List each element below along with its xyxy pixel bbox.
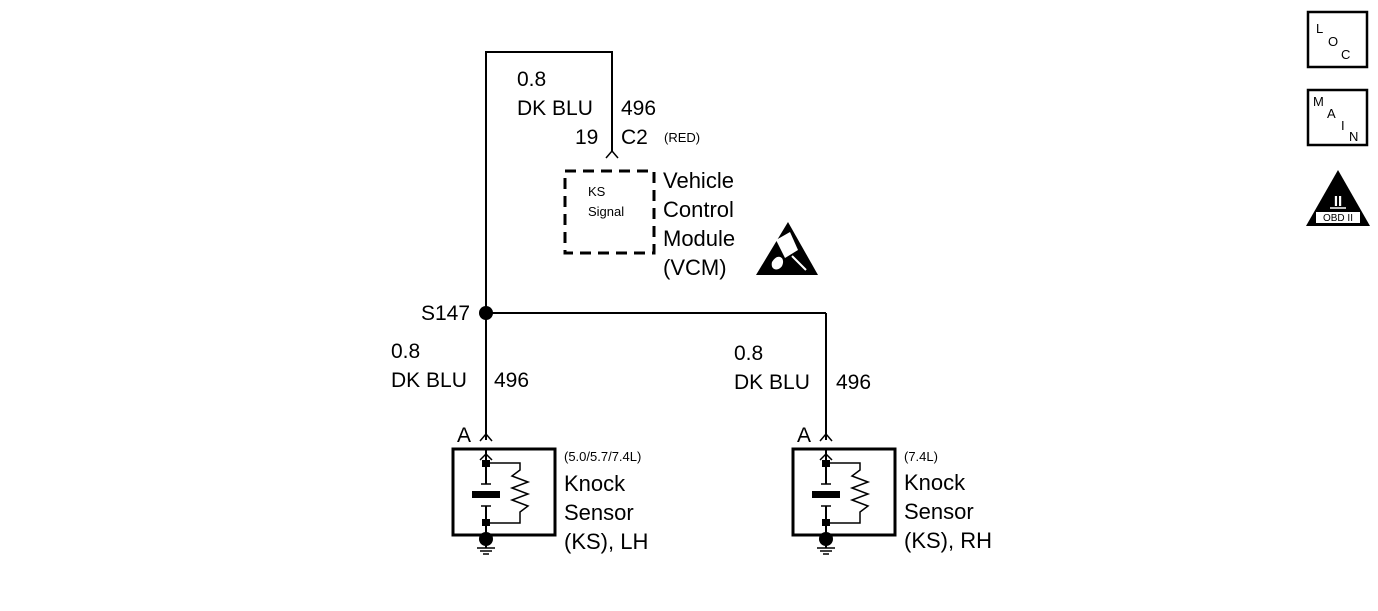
rh-engine-spec: (7.4L) bbox=[904, 449, 938, 464]
rh-knock-sensor-symbol bbox=[791, 447, 897, 555]
vcm-signal-label-1: KS bbox=[588, 184, 606, 199]
vcm-connector-id: C2 bbox=[621, 126, 648, 149]
vcm-name-line-1: Vehicle bbox=[663, 168, 734, 193]
loc-letter-o: O bbox=[1328, 34, 1338, 49]
vcm-wire-gauge: 0.8 bbox=[517, 68, 546, 91]
rh-sensor-name-1: Knock bbox=[904, 470, 966, 495]
lh-sensor-name-2: Sensor bbox=[564, 500, 634, 525]
lh-sensor-name-1: Knock bbox=[564, 471, 626, 496]
loc-letter-c: C bbox=[1341, 47, 1350, 62]
loc-letter-l: L bbox=[1316, 21, 1323, 36]
vcm-wire-color: DK BLU bbox=[517, 97, 593, 120]
rh-terminal-arrow bbox=[819, 432, 833, 442]
splice-s147-node bbox=[479, 306, 493, 320]
rh-sensor-name-2: Sensor bbox=[904, 499, 974, 524]
vcm-name-line-2: Control bbox=[663, 197, 734, 222]
obd-numeral: II bbox=[1334, 193, 1342, 210]
lh-wire-circuit: 496 bbox=[494, 369, 529, 392]
vcm-connector-arrow bbox=[605, 149, 619, 159]
lh-wire-color: DK BLU bbox=[391, 369, 467, 392]
obd-ii-button[interactable]: II OBD II bbox=[1306, 170, 1370, 226]
vcm-pin-number: 19 bbox=[575, 126, 598, 149]
vcm-signal-label-2: Signal bbox=[588, 204, 624, 219]
vcm-name-line-3: Module bbox=[663, 226, 735, 251]
lh-engine-spec: (5.0/5.7/7.4L) bbox=[564, 449, 641, 464]
main-button[interactable]: M A I N bbox=[1306, 88, 1369, 147]
main-letter-n: N bbox=[1349, 129, 1358, 144]
rh-sensor-name-3: (KS), RH bbox=[904, 528, 992, 553]
lh-knock-sensor-symbol bbox=[451, 447, 557, 555]
main-letter-m: M bbox=[1313, 94, 1324, 109]
vcm-wire-circuit: 496 bbox=[621, 97, 656, 120]
lh-sensor-name-3: (KS), LH bbox=[564, 529, 648, 554]
lh-terminal-arrow bbox=[479, 432, 493, 442]
rh-terminal-label: A bbox=[797, 424, 811, 447]
wire-circuit-496 bbox=[485, 51, 827, 440]
main-letter-i: I bbox=[1341, 118, 1345, 133]
vcm-component-box bbox=[563, 169, 656, 255]
splice-label: S147 bbox=[421, 302, 470, 325]
rh-wire-gauge: 0.8 bbox=[734, 342, 763, 365]
rh-wire-circuit: 496 bbox=[836, 371, 871, 394]
vcm-connector-color: (RED) bbox=[664, 130, 700, 145]
vcm-name-line-4: (VCM) bbox=[663, 255, 727, 280]
esd-warning-icon bbox=[756, 222, 818, 275]
obd-text: OBD II bbox=[1323, 213, 1353, 224]
loc-button[interactable]: L O C bbox=[1306, 10, 1369, 69]
rh-wire-color: DK BLU bbox=[734, 371, 810, 394]
main-letter-a: A bbox=[1327, 106, 1336, 121]
vcm-name: Vehicle Control Module (VCM) bbox=[663, 168, 735, 280]
lh-wire-gauge: 0.8 bbox=[391, 340, 420, 363]
lh-terminal-label: A bbox=[457, 424, 471, 447]
